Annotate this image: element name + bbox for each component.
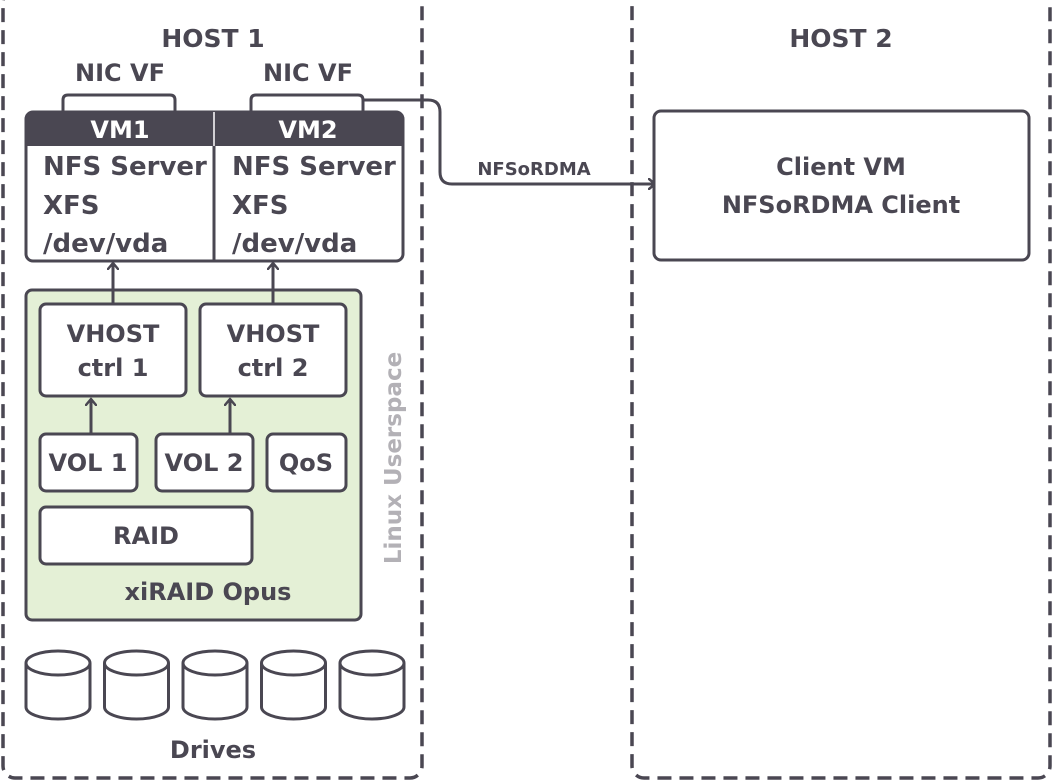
nfsordma-link: NFSoRDMA — [363, 98, 654, 184]
nic-vf-1: NIC VF — [61, 59, 177, 112]
drives-group — [24, 649, 406, 721]
vhost-ctrl-2-line-2: ctrl 2 — [238, 354, 309, 382]
vm1-line-nfs-server: NFS Server — [43, 152, 207, 182]
client-vm-line-1: Client VM — [776, 153, 906, 181]
drive-cylinder-icon — [103, 649, 170, 721]
qos-box: QoS — [265, 432, 348, 493]
host-2-container: HOST 2 — [630, 0, 1052, 780]
nic-vf-2: NIC VF — [249, 59, 365, 112]
vhost-ctrl-1-line-2: ctrl 1 — [78, 354, 149, 382]
drives-label: Drives — [170, 736, 256, 764]
vol-1-label: VOL 1 — [49, 449, 128, 477]
vhost-ctrl-1-line-1: VHOST — [67, 320, 160, 348]
vm1-line-dev: /dev/vda — [43, 229, 168, 259]
client-vm-box: Client VM NFSoRDMA Client — [652, 109, 1031, 262]
vhost-ctrl-2-line-1: VHOST — [227, 320, 320, 348]
raid-box: RAID — [38, 505, 254, 566]
vhost-ctrl-1: VHOST ctrl 1 — [38, 302, 188, 398]
vm1-line-xfs: XFS — [43, 191, 100, 221]
vol-1-box: VOL 1 — [38, 432, 139, 493]
client-vm-line-2: NFSoRDMA Client — [722, 191, 960, 219]
qos-label: QoS — [279, 449, 333, 477]
nic-vf-1-label: NIC VF — [75, 59, 165, 87]
host-2-title: HOST 2 — [789, 24, 892, 53]
vm-block: VM1 VM2 NFS Server XFS /dev/vda NFS Serv… — [24, 110, 405, 263]
vhost-ctrl-2: VHOST ctrl 2 — [198, 302, 348, 398]
vm2-line-nfs-server: NFS Server — [232, 152, 396, 182]
vol-2-box: VOL 2 — [154, 432, 255, 493]
vol-2-label: VOL 2 — [165, 449, 244, 477]
vm2-line-dev: /dev/vda — [232, 229, 357, 259]
host-1-title: HOST 1 — [161, 24, 264, 53]
internal-arrows — [91, 264, 273, 434]
vm1-header: VM1 — [90, 116, 149, 144]
nic-vf-2-label: NIC VF — [263, 59, 353, 87]
vm2-line-xfs: XFS — [232, 191, 289, 221]
drive-cylinder-icon — [181, 649, 249, 721]
drive-cylinder-icon — [24, 649, 92, 721]
drive-cylinder-icon — [338, 649, 406, 721]
raid-label: RAID — [113, 522, 179, 550]
host-1-container: HOST 1 — [1, 0, 424, 780]
nfsordma-label: NFSoRDMA — [477, 159, 590, 180]
drive-cylinder-icon — [260, 649, 327, 721]
vm2-header: VM2 — [278, 116, 337, 144]
linux-userspace-label: Linux Userspace — [381, 352, 407, 564]
nfsordma-arrow — [363, 98, 654, 184]
xiraid-opus-label: xiRAID Opus — [125, 578, 292, 606]
